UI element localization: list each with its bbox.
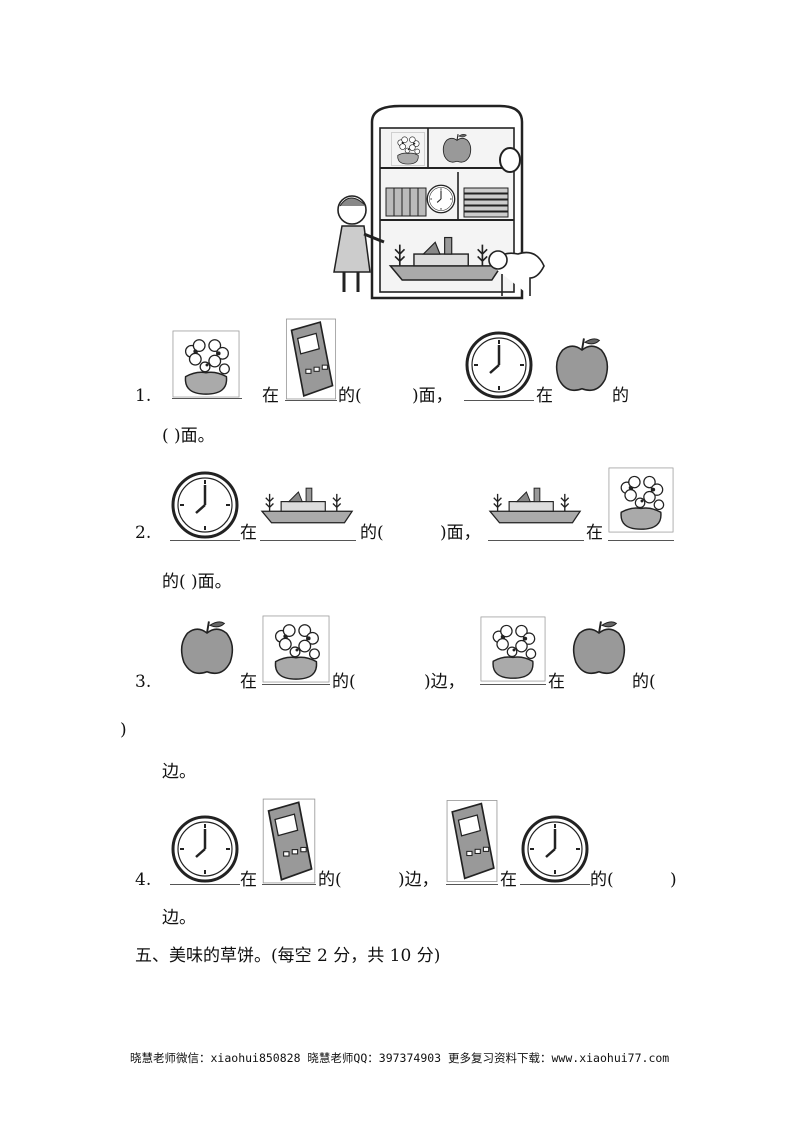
section-heading: 五、美味的草饼。(每空 2 分，共 10 分) <box>135 946 441 966</box>
question-3-word-zai-2: 在 <box>548 672 565 692</box>
question-4-paren-close-2: ) <box>670 870 677 890</box>
clock-icon <box>521 815 589 883</box>
question-1-word-zai: 在 <box>262 386 279 406</box>
question-3-word-de: 的( <box>332 672 356 692</box>
question-2-number: 2. <box>135 523 152 543</box>
question-3-line-2: 边。 <box>162 762 196 782</box>
toy-ship-icon <box>489 487 581 524</box>
question-4-word-zai: 在 <box>240 870 257 890</box>
question-4-word-de: 的( <box>318 870 342 890</box>
question-2-paren-close: )面， <box>440 523 481 543</box>
question-1-word-de-2: 的 <box>612 386 629 406</box>
question-4-word-de-2: 的( <box>590 870 614 890</box>
question-1-word-zai-2: 在 <box>536 386 553 406</box>
question-3-word-de-2: 的( <box>632 672 656 692</box>
flower-pot-icon <box>608 467 674 533</box>
question-1-word-de: 的( <box>338 386 362 406</box>
question-2-line-2: 的( )面。 <box>162 572 232 592</box>
apple-icon <box>572 620 626 675</box>
question-3-wrap-paren: ) <box>120 720 127 740</box>
bookcase-scene-image <box>333 104 545 300</box>
calculator-icon <box>446 799 498 883</box>
question-1-line-2: ( )面。 <box>162 426 215 446</box>
flower-pot-icon <box>480 616 546 682</box>
question-4-word-zai-2: 在 <box>500 870 517 890</box>
apple-icon <box>180 620 234 675</box>
question-4-paren-close: )边， <box>398 870 439 890</box>
question-4-line-2: 边。 <box>162 908 196 928</box>
question-3-paren-close: )边， <box>424 672 465 692</box>
question-3-word-zai: 在 <box>240 672 257 692</box>
question-1-paren-close: )面， <box>412 386 453 406</box>
calculator-icon <box>262 798 316 884</box>
question-1-number: 1. <box>135 386 152 406</box>
footer-contact: 晓慧老师微信：xiaohui850828 晓慧老师QQ：397374903 更多… <box>130 1051 670 1065</box>
clock-icon <box>171 471 239 539</box>
apple-icon <box>555 337 609 392</box>
question-4-number: 4. <box>135 870 152 890</box>
calculator-icon <box>285 318 337 400</box>
clock-icon <box>465 331 533 399</box>
question-2-word-de: 的( <box>360 523 384 543</box>
question-2-word-zai-2: 在 <box>586 523 603 543</box>
question-3-number: 3. <box>135 672 152 692</box>
question-2-word-zai: 在 <box>240 523 257 543</box>
clock-icon <box>171 815 239 883</box>
toy-ship-icon <box>261 487 353 524</box>
flower-pot-icon <box>172 330 240 398</box>
flower-pot-icon <box>262 615 330 683</box>
